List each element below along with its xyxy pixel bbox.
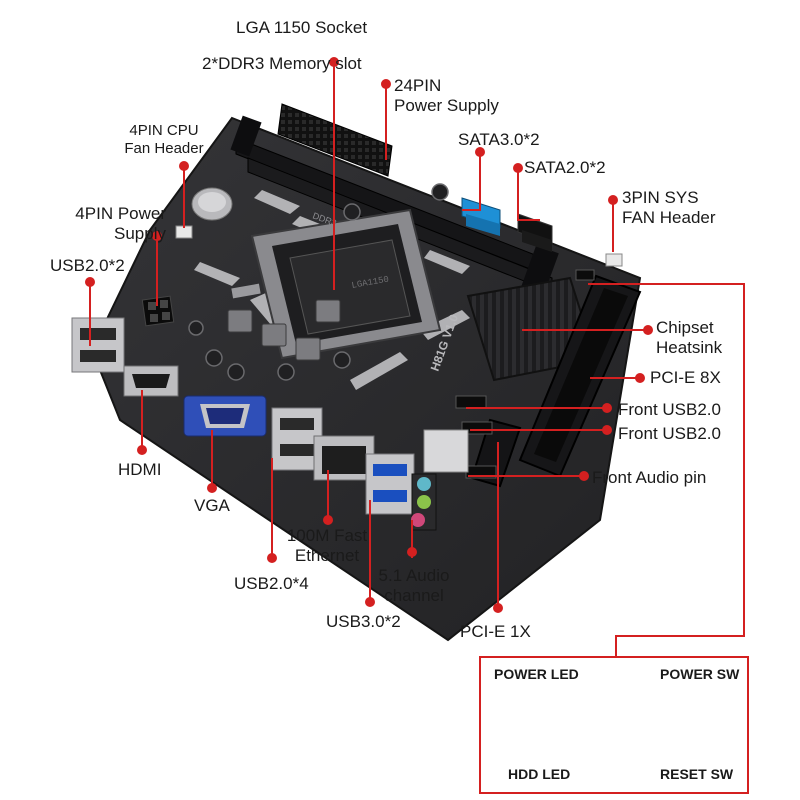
label-sata3: SATA3.0*2: [458, 130, 540, 149]
label-usb3-x2: USB3.0*2: [326, 612, 401, 631]
label-ethernet-line2: Ethernet: [294, 546, 360, 565]
label-front-audio: Front Audio pin: [592, 468, 707, 487]
label-sata2: SATA2.0*2: [524, 158, 606, 177]
label-lga-socket: LGA 1150 Socket: [236, 18, 368, 37]
label-front-usb-a: Front USB2.0: [618, 400, 721, 419]
label-hdmi: HDMI: [118, 460, 162, 479]
label-pcie-1x: PCI-E 1X: [460, 622, 531, 641]
label-4pin-power: 4PIN Power Supply: [40, 204, 166, 244]
cmos-battery-top: [198, 192, 226, 212]
vga-port: [183, 395, 267, 437]
label-cpu-fan: 4PIN CPU Fan Header: [116, 122, 212, 158]
label-cpu-fan-line1: 4PIN CPU: [129, 122, 199, 139]
label-24pin: 24PIN Power Supply: [394, 76, 499, 116]
ethernet-port: [313, 435, 375, 481]
lga1150-socket: [231, 208, 442, 360]
usb3-rear-stack: [365, 453, 415, 515]
label-audio51: 5.1 Audio channel: [366, 566, 462, 606]
label-24pin-line1: 24PIN: [394, 76, 442, 95]
callout-lines: [89, 62, 745, 690]
audio-connector-block: [423, 429, 469, 473]
label-usb2-x4: USB2.0*4: [234, 574, 309, 593]
4pin-holes: [148, 300, 170, 322]
front-panel-box: [479, 656, 749, 794]
label-reset-sw: RESET SW: [660, 766, 734, 782]
label-hdd-led: HDD LED: [508, 766, 571, 782]
label-4pin-power-line1: 4PIN Power: [75, 204, 166, 223]
sata2-ports: [517, 213, 553, 252]
capacitors: [188, 183, 449, 381]
label-cpu-fan-line2: Fan Header: [124, 140, 204, 157]
audio-jacks: [411, 473, 437, 531]
label-front-usb-b: Front USB2.0: [618, 424, 721, 443]
label-ethernet: 100M Fast Ethernet: [274, 526, 380, 566]
label-24pin-line2: Power Supply: [394, 96, 499, 115]
label-chipset-line2: Heatsink: [656, 338, 723, 357]
label-audio51-line1: 5.1 Audio: [378, 566, 450, 585]
label-sys-fan: 3PIN SYS FAN Header: [622, 188, 716, 228]
sys-fan-header: [605, 253, 623, 267]
label-power-sw: POWER SW: [660, 666, 740, 682]
label-chipset: Chipset Heatsink: [656, 318, 722, 358]
pcie-8x-slot-groove: [534, 288, 628, 462]
label-usb2-x2: USB2.0*2: [50, 256, 125, 275]
vrm-chokes: [227, 299, 341, 361]
label-power-led: POWER LED: [494, 666, 579, 682]
label-ethernet-line1: 100M Fast: [286, 526, 368, 545]
label-vga: VGA: [194, 496, 230, 515]
label-sys-fan-line1: 3PIN SYS: [622, 188, 699, 207]
label-audio51-line2: channel: [384, 586, 444, 605]
label-ddr3-slot: 2*DDR3 Memory slot: [202, 54, 362, 73]
usb2-rear-stack: [71, 317, 125, 373]
label-sys-fan-line2: FAN Header: [622, 208, 716, 227]
hdmi-port: [123, 365, 179, 397]
label-4pin-power-line2: Supply: [114, 224, 166, 243]
label-pcie-8x: PCI-E 8X: [650, 368, 721, 387]
label-chipset-line1: Chipset: [656, 318, 714, 337]
